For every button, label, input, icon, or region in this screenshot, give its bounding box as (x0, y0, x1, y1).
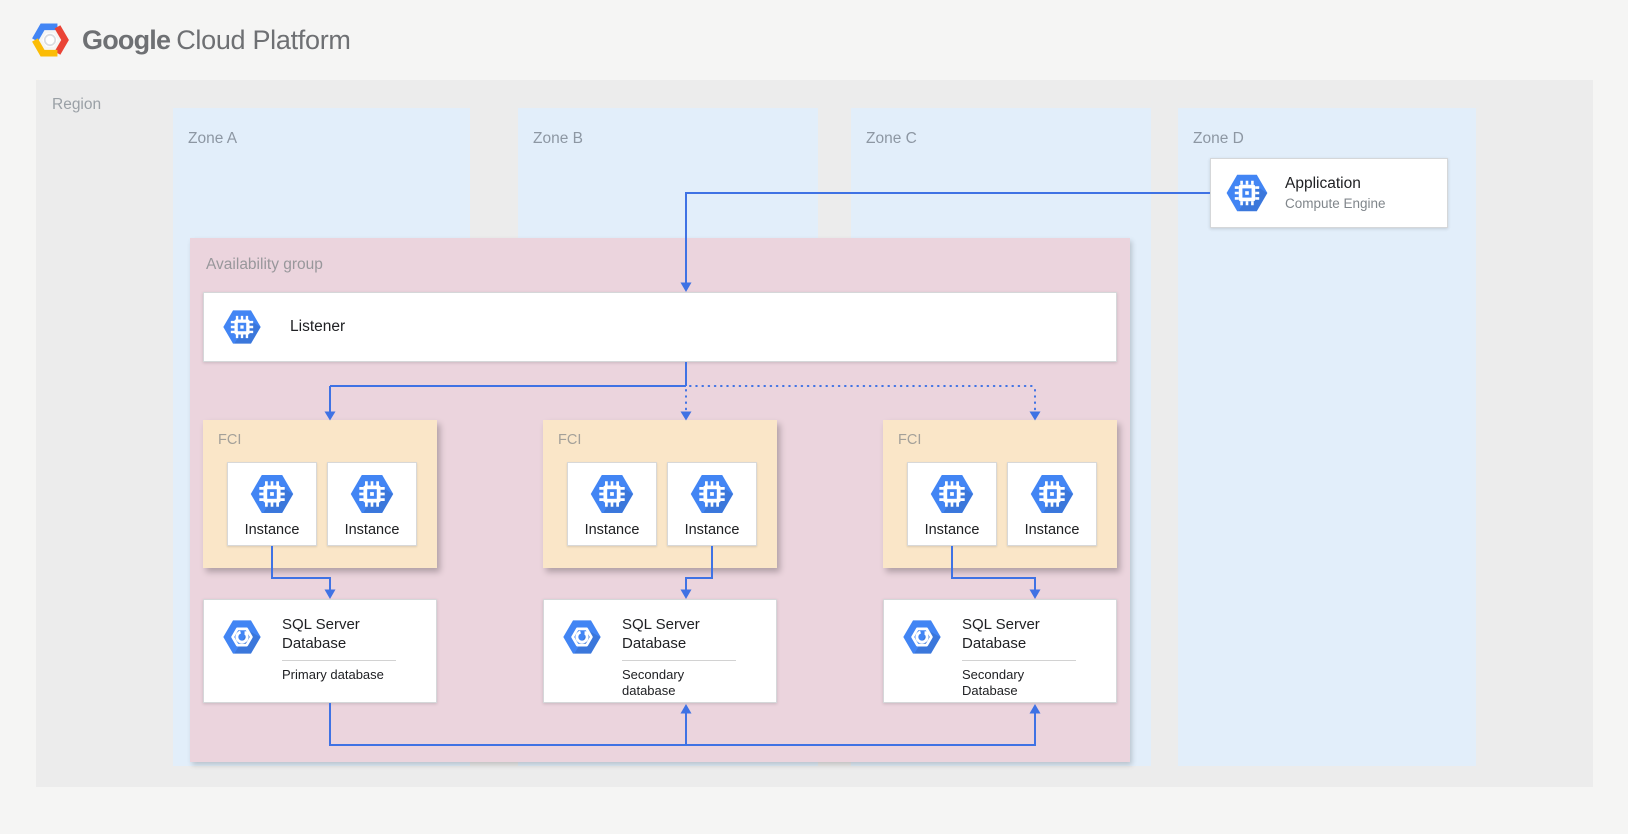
divider (962, 660, 1076, 661)
region-label: Region (52, 96, 102, 113)
fci-group-2: FCI Instance Instance (543, 420, 777, 568)
database-title: SQL Server Database (622, 616, 700, 652)
fci-group-3-label: FCI (898, 432, 922, 448)
compute-engine-icon (220, 305, 264, 349)
instance-card: Instance (907, 462, 997, 546)
database-title: SQL Server Database (962, 616, 1040, 652)
database-title: SQL Server Database (282, 616, 360, 652)
instance-label: Instance (344, 522, 400, 538)
logo-secondary-text: Cloud Platform (176, 24, 351, 55)
fci-group-2-label: FCI (558, 432, 582, 448)
fci-group-1-label: FCI (218, 432, 242, 448)
instance-card: Instance (1007, 462, 1097, 546)
compute-engine-icon (247, 469, 297, 519)
fci-group-1: FCI Instance Instance (203, 420, 437, 568)
instance-card: Instance (227, 462, 317, 546)
database-card-secondary-2: SQL Server Database Secondary Database (883, 599, 1117, 703)
instance-card: Instance (667, 462, 757, 546)
fci-group-1-instances: Instance Instance (227, 462, 417, 546)
zone-c-label: Zone C (866, 130, 917, 147)
listener-card: Listener (203, 292, 1117, 362)
application-title: Application (1285, 175, 1361, 192)
instance-label: Instance (1024, 522, 1080, 538)
database-role: Secondary database (622, 667, 685, 698)
compute-engine-icon (1223, 169, 1271, 217)
availability-group-label: Availability group (206, 256, 323, 273)
instance-card: Instance (567, 462, 657, 546)
cloud-sql-icon (900, 615, 944, 659)
application-card: Application Compute Engine (1210, 158, 1448, 228)
instance-label: Instance (244, 522, 300, 538)
database-text: SQL Server Database Secondary Database (962, 615, 1076, 698)
database-card-primary: SQL Server Database Primary database (203, 599, 437, 703)
instance-card: Instance (327, 462, 417, 546)
zone-a-label: Zone A (188, 130, 238, 147)
cloud-sql-icon (560, 615, 604, 659)
instance-label: Instance (684, 522, 740, 538)
database-text: SQL Server Database Primary database (282, 615, 396, 692)
region-container: Region Zone A Zone B Zone C Zone D Avail… (36, 80, 1593, 787)
database-card-secondary-1: SQL Server Database Secondary database (543, 599, 777, 703)
compute-engine-icon (927, 469, 977, 519)
fci-group-2-instances: Instance Instance (567, 462, 757, 546)
instance-label: Instance (924, 522, 980, 538)
gcp-logo-icon (30, 21, 70, 59)
compute-engine-icon (347, 469, 397, 519)
cloud-sql-icon (220, 615, 264, 659)
zone-b-label: Zone B (533, 130, 583, 147)
database-role: Primary database (282, 667, 384, 682)
listener-title: Listener (290, 318, 346, 335)
divider (282, 660, 396, 661)
fci-group-3: FCI Instance Instance (883, 420, 1117, 568)
application-text: Application Compute Engine (1285, 175, 1386, 211)
zone-d-label: Zone D (1193, 130, 1244, 147)
compute-engine-icon (587, 469, 637, 519)
database-role: Secondary Database (962, 667, 1025, 698)
fci-group-3-instances: Instance Instance (907, 462, 1097, 546)
application-subtitle: Compute Engine (1285, 196, 1386, 211)
logo-primary-text: Google (82, 24, 171, 55)
database-text: SQL Server Database Secondary database (622, 615, 736, 698)
compute-engine-icon (1027, 469, 1077, 519)
instance-label: Instance (584, 522, 640, 538)
divider (622, 660, 736, 661)
compute-engine-icon (687, 469, 737, 519)
